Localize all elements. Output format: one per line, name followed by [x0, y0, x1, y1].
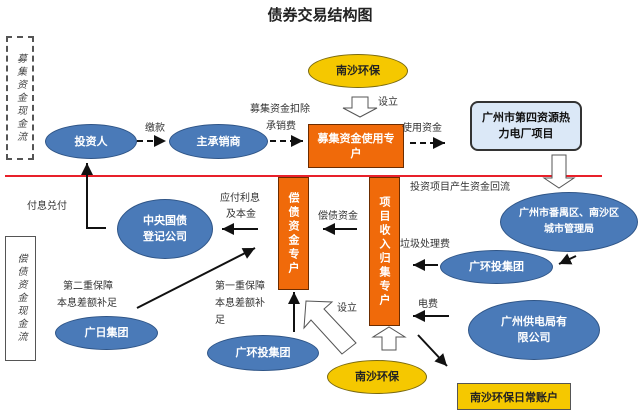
node-project[interactable]: 广州市第四资源热力电厂项目 — [470, 101, 582, 151]
repaying-cashflow-label: 偿债资金现金流 — [5, 236, 36, 361]
label-electricity-fee: 电费 — [418, 299, 438, 310]
node-raise-account[interactable]: 募集资金使用专户 — [308, 124, 404, 168]
label-project-return: 投资项目产生资金回流 — [410, 182, 510, 193]
diagram-title: 债券交易结构图 — [267, 6, 373, 24]
label-setup-bottom: 设立 — [337, 303, 357, 314]
label-repay-funds: 偿债资金 — [318, 211, 358, 222]
arrow-income-daily — [417, 334, 448, 367]
setup-arrow-bottom — [371, 326, 407, 351]
label-use-funds: 使用资金 — [402, 123, 442, 134]
node-investor[interactable]: 投资人 — [45, 124, 137, 159]
node-power-bureau[interactable]: 广州供电局有限公司 — [468, 300, 600, 360]
label-pay-interest: 付息兑付 — [27, 201, 67, 212]
label-setup-top: 设立 — [378, 97, 398, 108]
arrow-district-gzenv — [558, 253, 577, 265]
node-ccdc[interactable]: 中央国债登记公司 — [117, 199, 213, 259]
arrow-ccdc-investor — [81, 163, 106, 229]
label-first-guarantee-3: 足 — [215, 315, 225, 326]
node-gz-env-bottom[interactable]: 广环投集团 — [207, 335, 319, 371]
node-daily-account[interactable]: 南沙环保日常账户 — [457, 383, 571, 410]
node-gz-env-right[interactable]: 广环投集团 — [440, 250, 553, 284]
label-garbage-fee: 垃圾处理费 — [400, 239, 450, 250]
node-underwriter[interactable]: 主承销商 — [169, 124, 268, 159]
node-nansha-bottom[interactable]: 南沙环保 — [327, 360, 427, 394]
label-first-guarantee-2: 本息差额补 — [215, 298, 265, 309]
node-district-bureau[interactable]: 广州市番禺区、南沙区城市管理局 — [500, 192, 638, 252]
label-second-guarantee-2: 本息差额补足 — [57, 298, 117, 309]
label-first-guarantee-1: 第一重保障 — [215, 281, 265, 292]
label-raise-minus-fee-1: 募集资金扣除 — [250, 104, 310, 115]
node-income-account[interactable]: 项目收入归集专户 — [369, 177, 400, 326]
node-guangri[interactable]: 广日集团 — [55, 316, 158, 350]
label-payment: 缴款 — [145, 123, 165, 134]
raising-cashflow-label: 募集资金现金流 — [6, 36, 34, 160]
arrow-guangri-debt — [136, 247, 256, 309]
label-interest-principal-2: 及本金 — [226, 209, 256, 220]
node-debt-account[interactable]: 偿债资金专户 — [278, 177, 309, 290]
label-interest-principal-1: 应付利息 — [220, 193, 260, 204]
label-second-guarantee-1: 第二重保障 — [63, 281, 113, 292]
setup-arrow-diagonal — [303, 300, 357, 355]
return-arrow — [542, 154, 576, 189]
label-raise-minus-fee-2: 承销费 — [266, 121, 296, 132]
setup-arrow-top — [342, 96, 378, 118]
node-nansha-top[interactable]: 南沙环保 — [308, 54, 408, 88]
